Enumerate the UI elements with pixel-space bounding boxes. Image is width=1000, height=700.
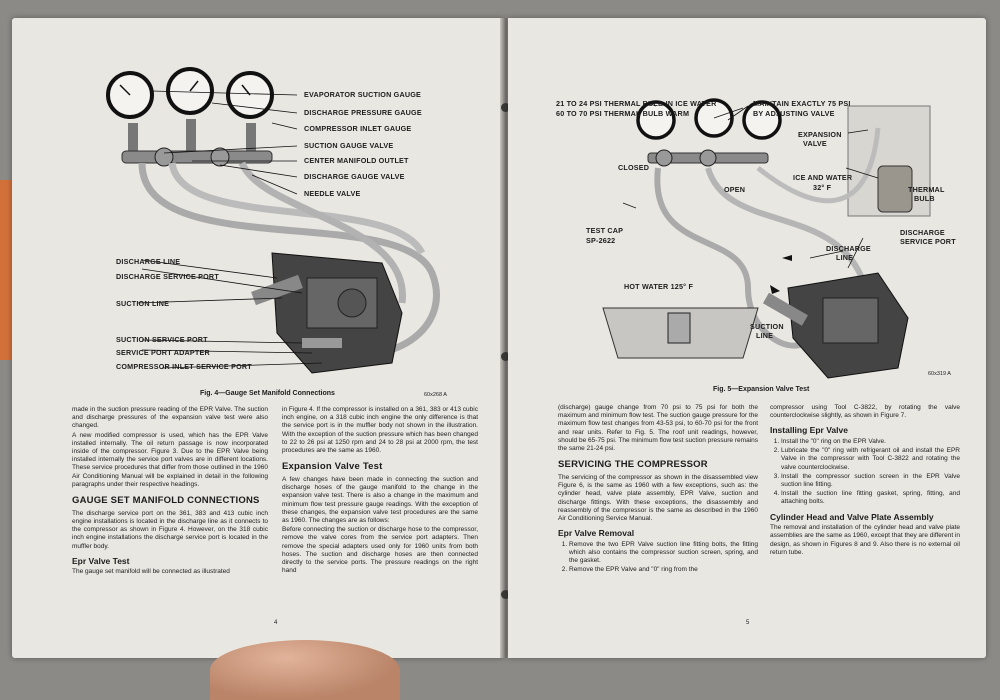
list-item: Remove the EPR Valve and "0" ring from t… [569,566,758,574]
compressor-inlet-gauge [226,71,274,119]
label-suction: SUCTION [750,322,784,331]
list-item: Lubricate the "0" ring with refrigerant … [781,447,960,472]
heading-epr-valve-removal: Epr Valve Removal [558,528,635,539]
label-suction-service-port: SUCTION SERVICE PORT [116,335,208,344]
list-item: Install the compressor suction screen in… [781,473,960,489]
evaporator-suction-gauge [106,71,154,119]
install-steps: Install the "0" ring on the EPR Valve. L… [770,438,960,507]
figure-4-code: 60x268 A [424,392,447,398]
figure-4-caption: Fig. 4—Gauge Set Manifold Connections [200,390,335,397]
right-page: 21 TO 24 PSI THERMAL BULB IN ICE WATER 6… [508,18,986,658]
label-hot-water: HOT WATER 125° F [624,282,694,291]
label-service-port: SERVICE PORT [900,237,956,246]
heading-epr-valve-test: Epr Valve Test [72,555,130,566]
label-expansion: EXPANSION [798,130,842,139]
hand-holding-book [210,640,400,700]
label-discharge-line: DISCHARGE LINE [116,257,181,266]
binding-hole [501,103,510,112]
label-test-cap: TEST CAP [586,226,624,235]
label-valve: VALVE [803,139,827,148]
paragraph: A few changes have been made in connecti… [282,476,478,525]
label-by-adjusting-valve: BY ADJUSTING VALVE [753,109,835,118]
left-column-1: made in the suction pressure reading of … [72,406,268,578]
paragraph: A new modified compressor is used, which… [72,431,268,488]
label-line: LINE [836,253,854,262]
label-compressor-inlet-service-port: COMPRESSOR INLET SERVICE PORT [116,362,252,371]
list-item: Install the suction line fitting gasket,… [781,490,960,506]
label-discharge-gauge-valve: DISCHARGE GAUGE VALVE [304,172,405,181]
heading-expansion-valve-test: Expansion Valve Test [282,461,383,473]
label-thermal: THERMAL [908,185,945,194]
removal-steps: Remove the two EPR Valve suction line fi… [558,541,758,575]
label-suction-line: LINE [756,331,774,340]
discharge-pressure-gauge [166,67,214,115]
compressor-body [251,252,403,374]
label-thermal-bulb-ice-water: 21 TO 24 PSI THERMAL BULB IN ICE WATER [556,99,717,108]
label-discharge-2: DISCHARGE [826,244,871,253]
right-column-1: (discharge) gauge change from 70 psi to … [558,404,758,576]
heading-installing-epr-valve: Installing Epr Valve [770,425,848,436]
label-evaporator-suction-gauge: EVAPORATOR SUCTION GAUGE [304,90,422,99]
paragraph: Before connecting the suction or dischar… [282,526,478,575]
label-suction-gauge-valve: SUCTION GAUGE VALVE [304,141,394,150]
label-needle-valve: NEEDLE VALVE [304,189,361,198]
gauge-manifold-illustration [106,67,440,374]
paragraph: The discharge service port on the 361, 3… [72,509,268,550]
label-discharge-service-port: DISCHARGE SERVICE PORT [116,272,219,281]
list-item: Install the "0" ring on the EPR Valve. [781,438,960,446]
figure-5-code: 60x319 A [928,371,951,377]
page-number-4: 4 [274,620,278,626]
book-edge [0,180,12,360]
binding-hole [501,352,510,361]
heading-gauge-set-manifold: GAUGE SET MANIFOLD CONNECTIONS [72,494,260,506]
label-discharge: DISCHARGE [900,228,945,237]
right-column-2: compressor using Tool C-3822, by rotatin… [770,404,960,558]
heading-servicing-compressor: SERVICING THE COMPRESSOR [558,459,708,471]
left-column-2: in Figure 4. If the compressor is instal… [282,406,478,576]
label-thermal-bulb-warm: 60 TO 70 PSI THERMAL BULB WARM [556,109,690,118]
label-compressor-inlet-gauge: COMPRESSOR INLET GAUGE [304,124,412,133]
compressor-body [762,272,909,379]
label-suction-line: SUCTION LINE [116,299,170,308]
expansion-valve-test-illustration [602,98,931,379]
label-open: OPEN [724,185,746,194]
page-number-5: 5 [746,620,750,626]
label-32-f: 32° F [813,183,832,192]
label-bulb: BULB [914,194,935,203]
paragraph: (discharge) gauge change from 70 psi to … [558,404,758,452]
list-item: Remove the two EPR Valve suction line fi… [569,541,758,566]
left-page: EVAPORATOR SUCTION GAUGE DISCHARGE PRESS… [12,18,504,658]
label-ice-and-water: ICE AND WATER [793,173,853,182]
paragraph: made in the suction pressure reading of … [72,406,268,430]
figure-5-caption: Fig. 5—Expansion Valve Test [713,386,810,393]
hot-water-sink [602,307,759,359]
paragraph: The servicing of the compressor as shown… [558,474,758,523]
label-service-port-adapter: SERVICE PORT ADAPTER [116,348,210,357]
paragraph: The removal and installation of the cyli… [770,524,960,556]
label-maintain-75-psi: MAINTAIN EXACTLY 75 PSI [753,99,851,108]
heading-cylinder-head: Cylinder Head and Valve Plate Assembly [770,511,934,522]
label-center-manifold-outlet: CENTER MANIFOLD OUTLET [304,156,409,165]
label-sp-2622: SP-2622 [586,236,616,245]
paragraph: in Figure 4. If the compressor is instal… [282,406,478,454]
label-discharge-pressure-gauge: DISCHARGE PRESSURE GAUGE [304,108,422,117]
paragraph: compressor using Tool C-3822, by rotatin… [770,404,960,420]
binding-hole [501,590,510,599]
label-closed: CLOSED [618,163,650,172]
paragraph: The gauge set manifold will be connected… [72,568,230,576]
